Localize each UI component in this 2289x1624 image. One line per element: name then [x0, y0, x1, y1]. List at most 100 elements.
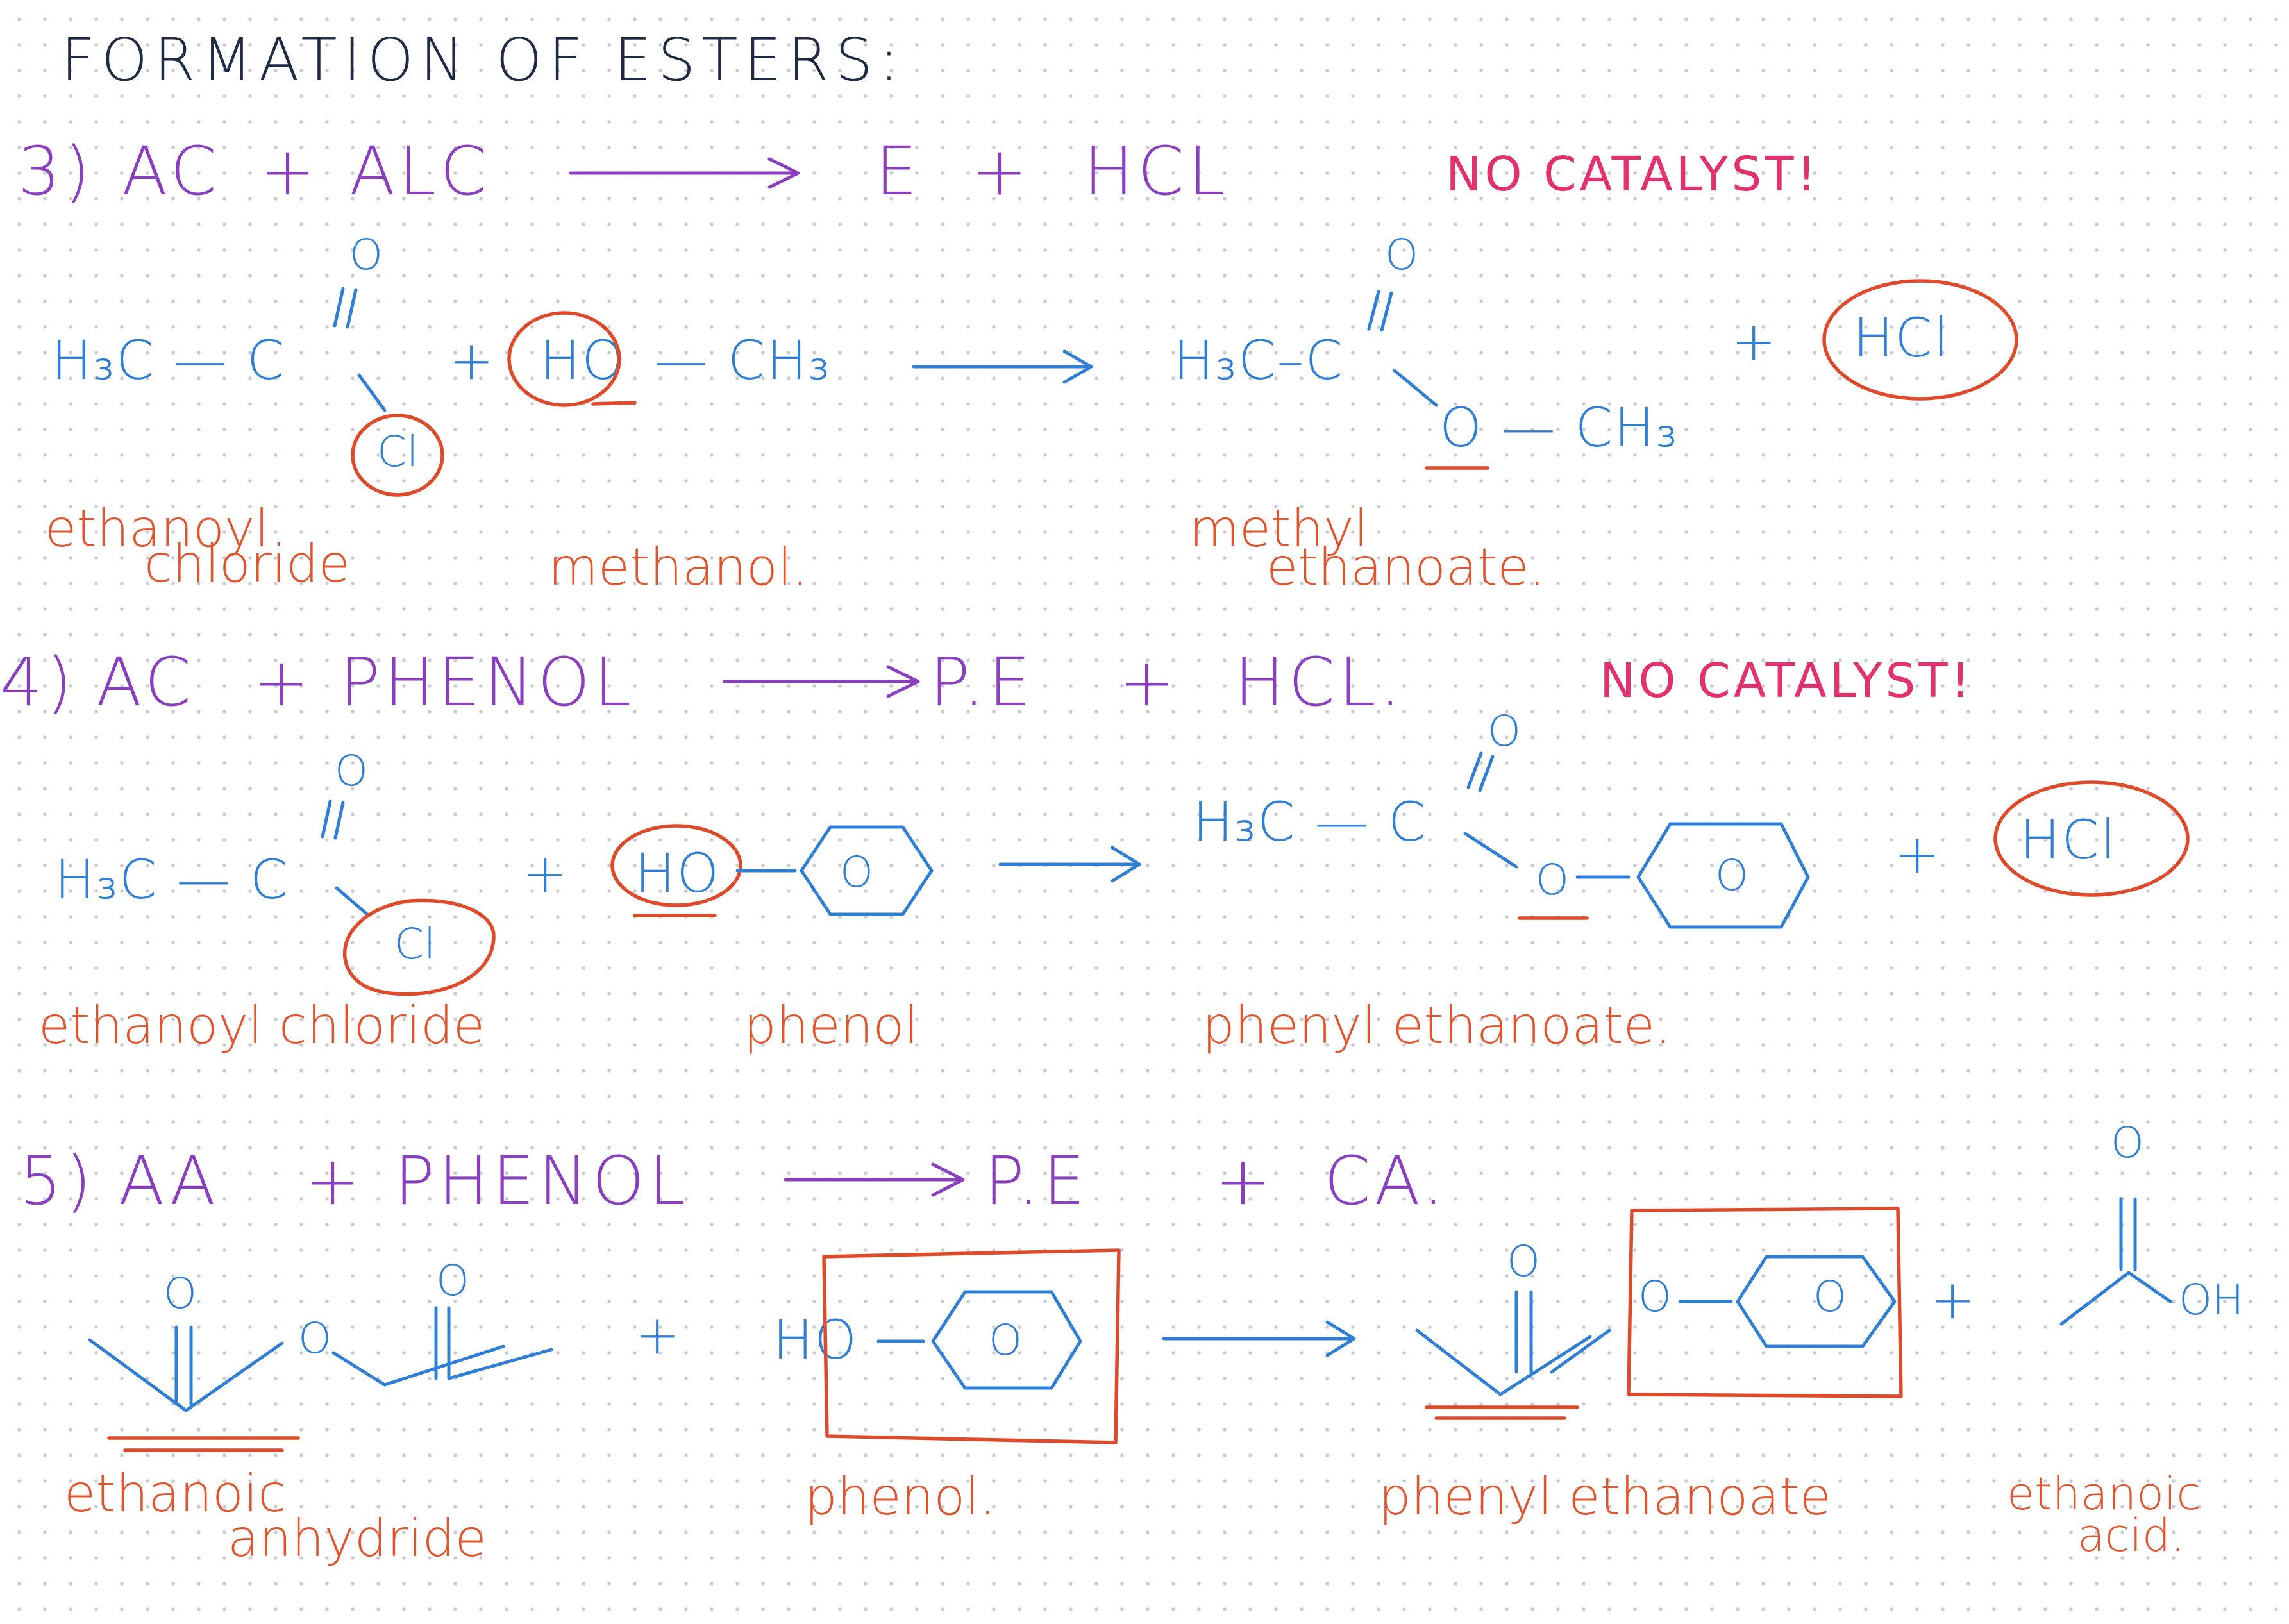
reaction-5-plus-products: + [1930, 1268, 1977, 1331]
reaction-4-ring-label-right: O [1715, 851, 1748, 900]
reaction-3-plus-products: + [1731, 310, 1778, 373]
reaction-3-ho: HO [540, 329, 626, 392]
reaction-5-product-1: P.E [984, 1142, 1089, 1220]
reaction-4-h3c-left: H₃C — C [55, 848, 289, 911]
reaction-3-name-alcohol: methanol. [548, 537, 809, 597]
reaction-4-plus-1: + [253, 643, 314, 721]
reaction-4-name-ester: phenyl ethanoate. [1202, 996, 1672, 1055]
reaction-4-double-bond-right [1466, 751, 1495, 792]
reaction-3-cl: Cl [377, 427, 419, 476]
reaction-4-product-2: HCL. [1234, 643, 1405, 721]
reaction-3-product-1: E [875, 132, 921, 210]
reaction-5-ester-o: O [1638, 1272, 1672, 1321]
reaction-3-h3c-left: H₃C — C [51, 329, 286, 392]
reaction-4-carbonyl-o-left: O [335, 746, 368, 796]
reaction-4-benzene-right [1636, 822, 1810, 929]
reaction-5-ho: HO [773, 1309, 859, 1371]
reaction-5-plus-2: + [1215, 1142, 1275, 1220]
reaction-4-ho: HO [635, 842, 721, 905]
reaction-5-arrow-structures [1162, 1320, 1356, 1357]
reaction-3-ho-circle [507, 311, 621, 407]
reaction-5-name-ester: phenyl ethanoate [1379, 1467, 1831, 1527]
reaction-5-anhydride-o2: O [436, 1256, 469, 1305]
reaction-5-anhydride-o1: O [164, 1269, 197, 1318]
reaction-5-plus-reactants: + [635, 1303, 682, 1366]
reaction-3-arrow-structures [912, 349, 1093, 384]
reaction-3-name-acyl-chloride-2: chloride [144, 534, 350, 594]
reaction-4-benzene-left [800, 825, 934, 916]
reaction-5-ring-label-right: O [1813, 1272, 1847, 1321]
reaction-3-hcl: HCl [1853, 306, 1950, 369]
reaction-4-product-1: P.E [930, 643, 1035, 721]
reaction-4-plus-reactants: + [523, 842, 569, 905]
reaction-5-name-acid-1: ethanoic [2007, 1468, 2201, 1520]
reaction-5-arrow [784, 1162, 965, 1197]
reaction-3-reactant-2: ALC [349, 132, 491, 210]
reaction-3-double-bond-left [333, 287, 358, 329]
reaction-4-carbonyl-o-right: O [1488, 707, 1521, 756]
reaction-3-product-2: HCL [1084, 132, 1229, 210]
reaction-5-phenyl-box-right [1627, 1207, 1903, 1398]
reaction-4-cl-circle [342, 898, 496, 996]
reaction-3-c-o-bond [1393, 369, 1438, 407]
reaction-3-arrow [569, 157, 800, 189]
reaction-3-carbonyl-o-right: O [1385, 230, 1418, 280]
reaction-4-hcl-circle [1993, 780, 2190, 897]
reaction-5-reactant-2: PHENOL [394, 1142, 690, 1220]
reaction-5-ester-carbonyl-o: O [1507, 1237, 1540, 1286]
reaction-4-catalyst-note: NO CATALYST! [1600, 653, 1974, 708]
reaction-4-arrow-structures [998, 846, 1141, 883]
reaction-5-benzene-right [1736, 1255, 1897, 1348]
reaction-5-name-anhydride-2: anhydride [228, 1509, 487, 1568]
reaction-5-acid-oh: OH [2179, 1275, 2244, 1325]
reaction-5-reactant-1: AA [119, 1142, 220, 1220]
reaction-4-number: 4) [0, 643, 76, 721]
reaction-3-carbonyl-o-left: O [349, 230, 383, 280]
reaction-3-reactant-1: AC [122, 132, 221, 210]
reaction-4-c-cl-bond [335, 886, 371, 917]
reaction-3-ho-underline [591, 401, 637, 406]
reaction-3-c-cl-bond [357, 373, 387, 412]
reaction-3-name-ester-1: methyl [1189, 499, 1368, 558]
reaction-5-benzene-left [931, 1290, 1082, 1390]
reaction-4-double-bond-left [321, 799, 345, 840]
reaction-5-anhydride-skeleton [88, 1306, 553, 1412]
reaction-5-ester-skeleton [1415, 1290, 1611, 1396]
reaction-4-arrow [723, 665, 920, 698]
reaction-5-name-acid-2: acid. [2077, 1509, 2185, 1562]
reaction-3-plus-2: + [971, 132, 1032, 210]
reaction-4-ring-label-left: O [840, 848, 873, 897]
reaction-5-anhydride-bridge-o: O [298, 1314, 331, 1363]
reaction-4-plus-2: + [1119, 643, 1179, 721]
reaction-3-cl-circle [351, 414, 444, 497]
reaction-5-ring-label-left: O [989, 1316, 1022, 1365]
reaction-5-number: 5) [19, 1142, 96, 1220]
reaction-5-anhydride-underline [107, 1436, 300, 1452]
reaction-4-ester-o: O [1536, 855, 1569, 905]
reaction-5-name-anhydride-1: ethanoic [64, 1464, 287, 1523]
reaction-5-product-2: CA. [1324, 1142, 1448, 1220]
reaction-5-acid-skeleton [2059, 1197, 2172, 1326]
page-title: FORMATION OF ESTERS: [61, 26, 905, 94]
reaction-3-number: 3) [18, 132, 94, 210]
reaction-4-name-acyl-chloride: ethanoyl chloride [38, 996, 485, 1055]
reaction-3-name-ester-2: ethanoate. [1266, 537, 1545, 597]
reaction-5-name-phenol: phenol. [805, 1467, 996, 1527]
reaction-5-ester-underline [1425, 1405, 1579, 1420]
reaction-5-acid-carbonyl-o: O [2111, 1118, 2144, 1168]
reaction-3-ch3: — CH₃ [654, 329, 832, 392]
reaction-5-phenyl-box-left [822, 1248, 1121, 1444]
reaction-3-o-ch3: O — CH₃ [1439, 396, 1679, 459]
reaction-4-plus-products: + [1895, 823, 1941, 885]
reaction-3-hcl-circle [1822, 279, 2018, 401]
reaction-4-ho-circle [610, 824, 742, 907]
reaction-3-catalyst-note: NO CATALYST! [1446, 147, 1820, 202]
reaction-4-name-phenol: phenol [744, 996, 919, 1055]
reaction-4-cl: Cl [394, 919, 436, 969]
reaction-4-reactant-1: AC [96, 643, 195, 721]
reaction-3-name-acyl-chloride-1: ethanoyl [45, 499, 269, 558]
reaction-4-reactant-2: PHENOL [340, 643, 635, 721]
reaction-3-double-bond-right [1367, 290, 1393, 332]
